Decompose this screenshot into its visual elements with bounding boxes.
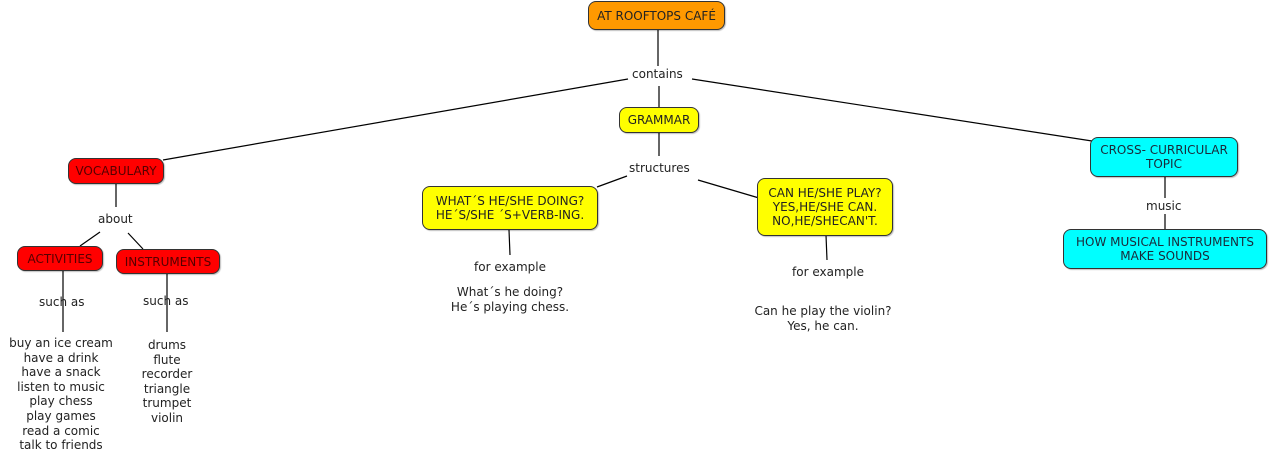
structure-line: NO,HE/SHECAN'T. [772,214,878,228]
instruments-node[interactable]: INSTRUMENTS [116,249,220,274]
list-item: trumpet [142,396,192,411]
cross-curricular-line: CROSS- CURRICULAR [1100,143,1228,157]
list-item: recorder [141,367,193,382]
example-line: He´s playing chess. [450,299,570,314]
link-for-example-1: for example [472,260,548,275]
list-item: triangle [143,381,191,396]
connector [127,232,144,250]
instruments-label: INSTRUMENTS [124,254,212,269]
list-item: buy an ice cream [9,336,113,350]
link-about: about [96,212,135,227]
connector [697,179,760,199]
example-1: What´s he doing? He´s playing chess. [440,285,580,314]
connector [691,78,1093,142]
link-such-as-instruments: such as [143,294,189,308]
list-item: violin [150,410,184,425]
structure-node-doing[interactable]: WHAT´S HE/SHE DOING? HE´S/SHE ´S+VERB-IN… [422,186,598,230]
instruments-list: drums flute recorder triangle trumpet vi… [130,338,204,426]
connector [508,229,511,256]
connector [596,175,628,188]
link-music: music [1144,199,1184,214]
list-item: play games [26,408,96,423]
structure-line: HE´S/SHE ´S+VERB-ING. [435,208,585,222]
root-label: AT ROOFTOPS CAFÉ [597,8,716,23]
list-item: drums [147,338,187,352]
connector [825,234,828,261]
structure-line: CAN HE/SHE PLAY? [768,186,882,200]
cross-curricular-node[interactable]: CROSS- CURRICULAR TOPIC [1090,137,1238,177]
structure-line: YES,HE/SHE CAN. [772,200,878,214]
activities-list: buy an ice cream have a drink have a sna… [0,336,122,453]
connector [79,231,101,247]
list-item: read a comic [22,423,100,438]
connector [162,78,629,161]
grammar-label: GRAMMAR [627,113,691,127]
vocabulary-node[interactable]: VOCABULARY [68,158,164,184]
list-item: have a snack [21,365,101,380]
root-node[interactable]: AT ROOFTOPS CAFÉ [588,1,725,30]
link-contains: contains [630,67,685,82]
topic-line: HOW MUSICAL INSTRUMENTS [1076,235,1254,249]
link-for-example-2: for example [790,265,866,280]
structure-node-can[interactable]: CAN HE/SHE PLAY? YES,HE/SHE CAN. NO,HE/S… [757,178,893,236]
grammar-node[interactable]: GRAMMAR [619,107,699,133]
cross-curricular-line: TOPIC [1146,157,1182,171]
vocabulary-label: VOCABULARY [75,164,157,178]
activities-node[interactable]: ACTIVITIES [17,246,103,271]
example-line: Can he play the violin? [754,304,892,318]
link-structures: structures [627,161,692,176]
structure-line: WHAT´S HE/SHE DOING? [435,194,585,208]
list-item: play chess [29,394,93,409]
example-line: Yes, he can. [787,318,859,333]
example-line: What´s he doing? [456,285,564,299]
topic-line: MAKE SOUNDS [1120,249,1210,263]
list-item: have a drink [23,350,99,365]
topic-node[interactable]: HOW MUSICAL INSTRUMENTS MAKE SOUNDS [1063,229,1267,269]
link-such-as-activities: such as [39,295,85,309]
list-item: talk to friends [19,438,103,453]
activities-label: ACTIVITIES [27,251,93,266]
list-item: listen to music [17,379,105,394]
list-item: flute [153,352,181,367]
example-2: Can he play the violin? Yes, he can. [743,304,903,333]
